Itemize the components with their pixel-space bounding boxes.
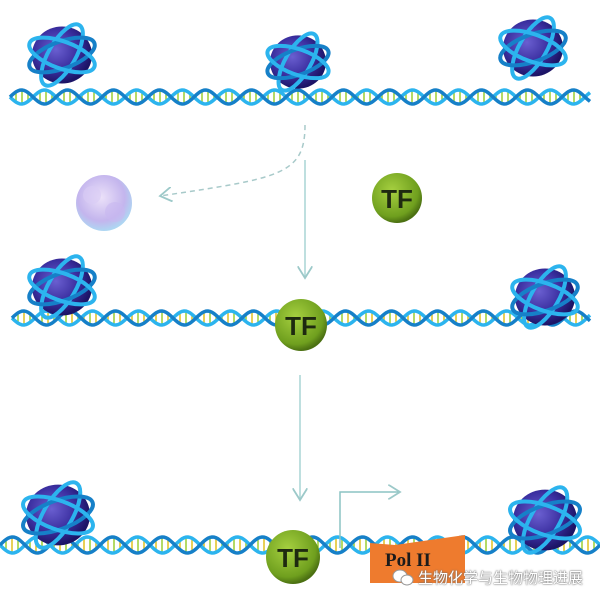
eviction-arrow	[160, 124, 306, 196]
dna-strand-1	[8, 88, 592, 106]
nucleosome-icon	[508, 485, 582, 555]
evicted-histone-icon	[76, 175, 132, 231]
nucleosome-icon	[27, 22, 97, 88]
tf-bound-icon: TF	[275, 299, 327, 351]
watermark: 生物化学与生物物理进展	[392, 567, 583, 588]
tf-free-icon: TF	[372, 173, 422, 223]
pol2-icon: Pol II	[370, 535, 465, 583]
wechat-icon	[392, 569, 414, 585]
tf-label: TF	[277, 543, 309, 573]
pol2-label: Pol II	[385, 550, 431, 571]
nucleosome-icon	[510, 264, 580, 330]
tf-bound-icon: TF	[266, 530, 320, 584]
tf-label: TF	[381, 184, 413, 214]
nucleosome-icon	[265, 31, 331, 93]
nucleosome-icon	[498, 15, 568, 81]
watermark-text: 生物化学与生物物理进展	[418, 569, 584, 587]
nucleosome-icon	[21, 480, 95, 550]
nucleosome-icon	[27, 254, 97, 320]
tf-label: TF	[285, 311, 317, 341]
transcription-start-arrow	[339, 492, 400, 548]
